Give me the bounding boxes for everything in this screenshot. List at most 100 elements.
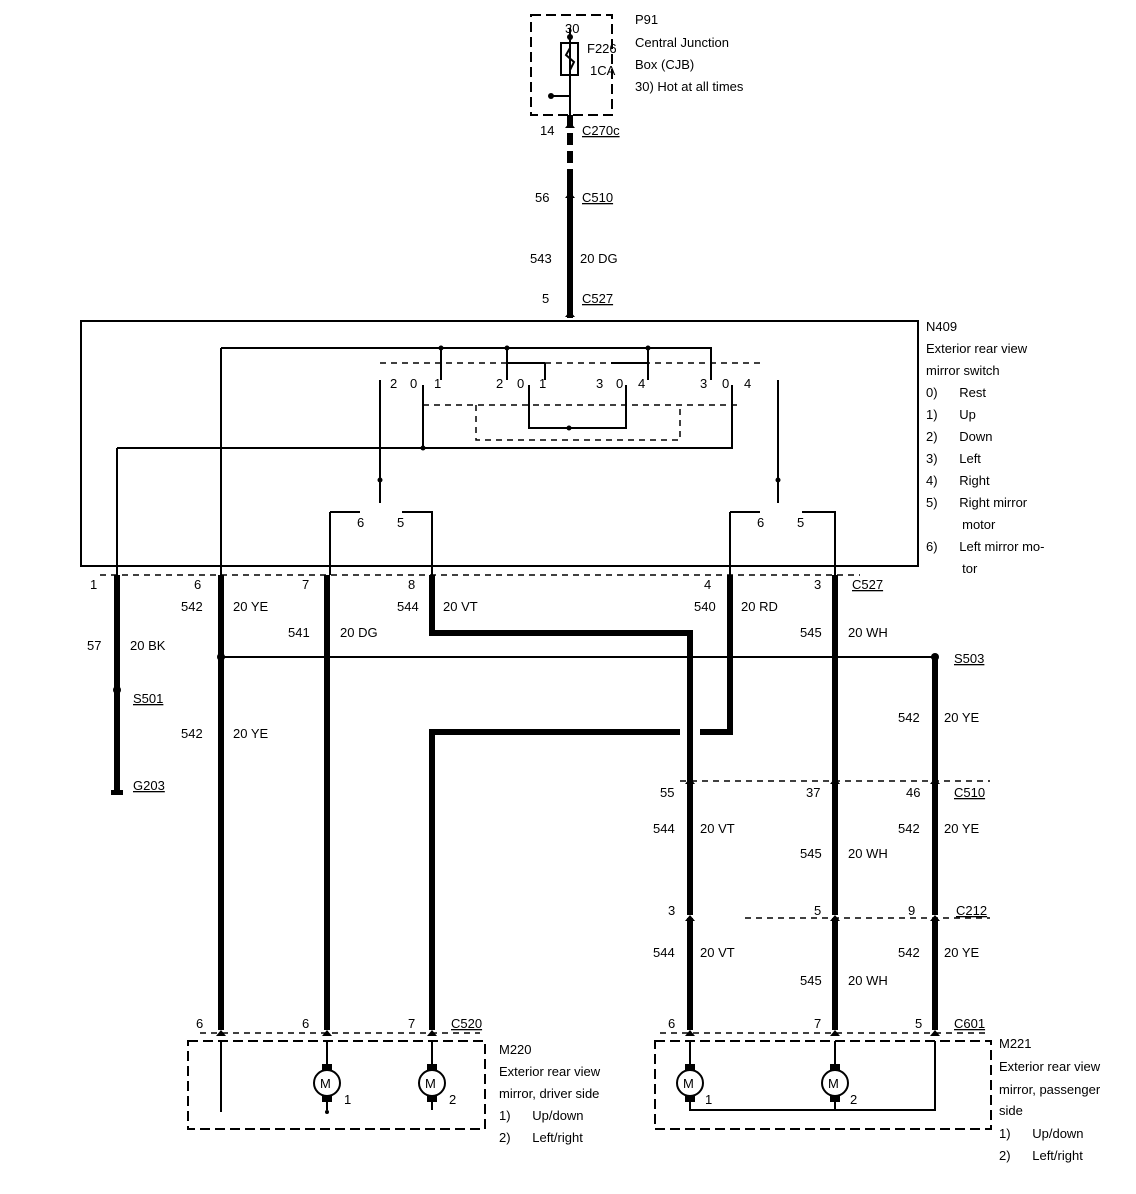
c212-pin-5: 5 [814,903,821,918]
c212-connector: 3 5 9 C212 544 20 VT 545 20 WH 542 20 YE [653,903,990,1030]
driver-desc-3: 1) Up/down [499,1108,584,1123]
s503-branch-circuit: 542 [898,710,920,725]
c212-w3-color: 20 YE [944,945,980,960]
feed-wire-color: 20 DG [580,251,618,266]
w8-color: 20 VT [443,599,478,614]
c510-w2-color: 20 WH [848,846,888,861]
wire-pin4: 540 20 RD [429,575,778,1030]
ground-wire: 57 20 BK S501 G203 [87,575,166,795]
switch-desc-3: 0) Rest [926,385,986,400]
c527-pin-3: 3 [814,577,821,592]
c510b-label: C510 [954,785,985,800]
driver-motor-2: 2 [449,1092,456,1107]
w3-color: 20 WH [848,625,888,640]
c601-pin-5: 5 [915,1016,922,1031]
c270c-label: C270c [582,123,620,138]
passenger-mirror: 6 7 5 C601 M M 1 2 M221 Exterior rear vi… [654,1016,1101,1163]
motor-icon: M [676,1064,704,1102]
c270c-pin: 14 [540,123,554,138]
c510-connector: 55 37 46 C510 544 20 VT 545 20 WH 542 20… [653,780,990,915]
c510-pin: 56 [535,190,549,205]
feed-circuit: 543 [530,251,552,266]
c520-pin-b: 6 [302,1016,309,1031]
c212-w2-color: 20 WH [848,973,888,988]
c510-w2-circuit: 545 [800,846,822,861]
cjb-desc-2: Box (CJB) [635,57,694,72]
w6b-circuit: 542 [181,726,203,741]
switch-contact-r1: 3 [596,376,603,391]
svg-text:M: M [425,1076,436,1091]
c601-pin-6: 6 [668,1016,675,1031]
driver-desc-2: mirror, driver side [499,1086,599,1101]
driver-mirror: 6 6 7 C520 M M 1 2 M220 Exterior rear vi… [187,1016,601,1145]
passenger-motor-2: 2 [850,1092,857,1107]
w7-color: 20 DG [340,625,378,640]
c510-w3-circuit: 542 [898,821,920,836]
switch-contact-r5: 0 [722,376,729,391]
switch-contact-r4: 3 [700,376,707,391]
switch-contact-r3: 4 [638,376,645,391]
svg-text:M: M [320,1076,331,1091]
c510-label: C510 [582,190,613,205]
c212-label: C212 [956,903,987,918]
passenger-desc-4: 1) Up/down [999,1126,1084,1141]
c527-feed-pin: 5 [542,291,549,306]
passenger-mirror-id: M221 [999,1036,1032,1051]
passenger-desc-2: mirror, passenger [999,1082,1101,1097]
selector-left-6: 6 [357,515,364,530]
c510-pin-46: 46 [906,785,920,800]
c601-pin-7: 7 [814,1016,821,1031]
passenger-desc-1: Exterior rear view [999,1059,1101,1074]
c510-pin-55: 55 [660,785,674,800]
c212-w1-color: 20 VT [700,945,735,960]
c527-pin-7: 7 [302,577,309,592]
g203-label: G203 [133,778,165,793]
motor-icon: M [418,1064,446,1110]
cjb-id: P91 [635,12,658,27]
c510-w1-color: 20 VT [700,821,735,836]
passenger-motor-1: 1 [705,1092,712,1107]
w4-color: 20 RD [741,599,778,614]
w6-color: 20 YE [233,599,269,614]
passenger-desc-5: 2) Left/right [999,1148,1083,1163]
c527-pin-8: 8 [408,577,415,592]
motor-icon: M [821,1064,849,1102]
s501-label: S501 [133,691,163,706]
switch-desc-4: 1) Up [926,407,976,422]
driver-desc-4: 2) Left/right [499,1130,583,1145]
wire-pin8: 544 20 VT [397,575,693,785]
switch-contact-l4: 2 [496,376,503,391]
w8-circuit: 544 [397,599,419,614]
selector-left-5: 5 [397,515,404,530]
switch-desc-11: tor [926,561,978,576]
driver-motor-1: 1 [344,1092,351,1107]
fuse-rating: 1CA [590,63,616,78]
switch-desc-1: Exterior rear view [926,341,1028,356]
c520-pin-a: 6 [196,1016,203,1031]
c212-pin-3: 3 [668,903,675,918]
switch-contact-l2: 0 [410,376,417,391]
c527-pin-6: 6 [194,577,201,592]
central-junction-box: 30 F226 1CA P91 Central Junction Box (CJ… [530,12,744,116]
w4-circuit: 540 [694,599,716,614]
switch-contact-l3: 1 [434,376,441,391]
switch-contact-l1: 2 [390,376,397,391]
wire-pin3: 545 20 WH [800,575,888,785]
w3-circuit: 545 [800,625,822,640]
switch-desc-9: motor [926,517,996,532]
switch-contact-l6: 1 [539,376,546,391]
splice-s503-line: S503 542 20 YE [221,651,984,785]
switch-desc-5: 2) Down [926,429,992,444]
c520-pin-c: 7 [408,1016,415,1031]
switch-contact-l5: 0 [517,376,524,391]
w7-circuit: 541 [288,625,310,640]
cjb-desc-1: Central Junction [635,35,729,50]
c527-pin-1: 1 [90,577,97,592]
wire-pin7: 541 20 DG [288,575,378,1030]
c601-label: C601 [954,1016,985,1031]
c527-pin-4: 4 [704,577,711,592]
switch-desc-7: 4) Right [926,473,990,488]
c212-pin-9: 9 [908,903,915,918]
w1-circuit: 57 [87,638,101,653]
